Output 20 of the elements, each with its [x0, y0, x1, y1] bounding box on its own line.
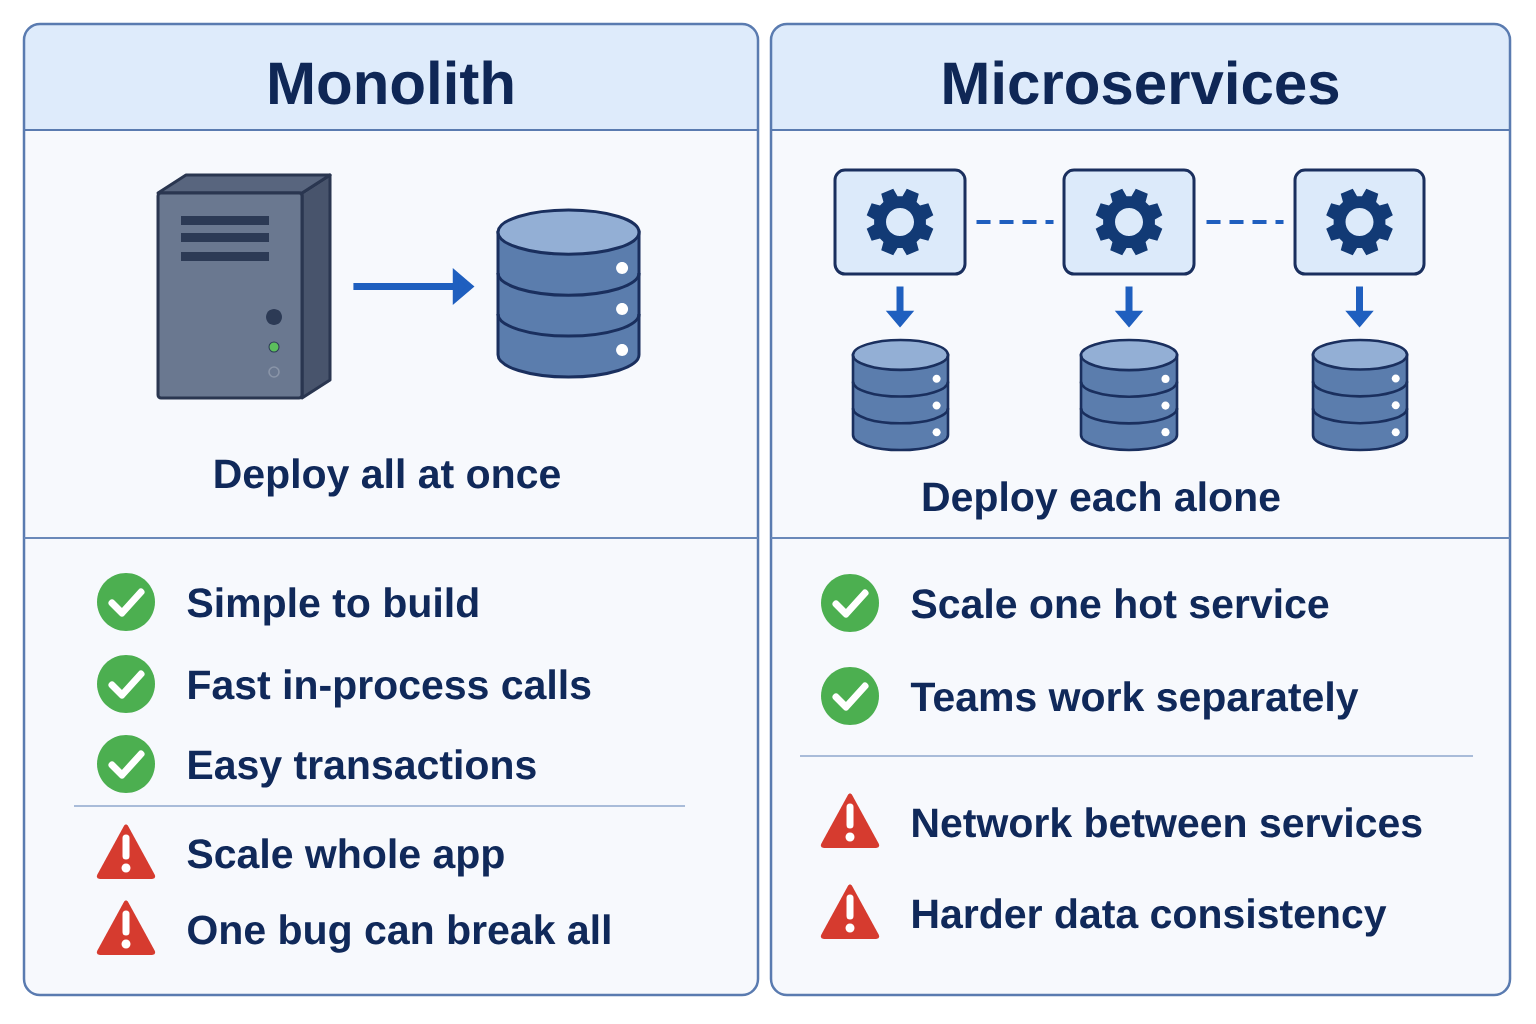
- caption-text: Deploy all at once: [215, 458, 560, 497]
- database-cylinder: [851, 338, 950, 452]
- list-item: Scale whole app: [187, 838, 504, 877]
- connector-line: [1206, 220, 1284, 224]
- list-item: Teams work separately: [910, 681, 1359, 720]
- server-picture: [156, 173, 332, 400]
- panel-title: Monolith: [270, 60, 513, 105]
- database-cylinder: [1311, 338, 1409, 452]
- database-cylinder: [1079, 338, 1179, 452]
- database-cylinder: [496, 208, 641, 379]
- list-item: Easy transactions: [189, 749, 536, 788]
- panel-title: Microservices: [944, 60, 1339, 105]
- caption-text: Deploy each alone: [923, 481, 1280, 520]
- list-item: Fast in-process calls: [189, 669, 591, 708]
- list-item: Scale one hot service: [911, 588, 1329, 619]
- list-item: Harder data consistency: [913, 898, 1387, 937]
- list-item: Simple to build: [187, 587, 478, 626]
- list-item: Network between services: [913, 807, 1422, 838]
- connector-line: [976, 220, 1054, 224]
- list-item: One bug can break all: [188, 914, 610, 953]
